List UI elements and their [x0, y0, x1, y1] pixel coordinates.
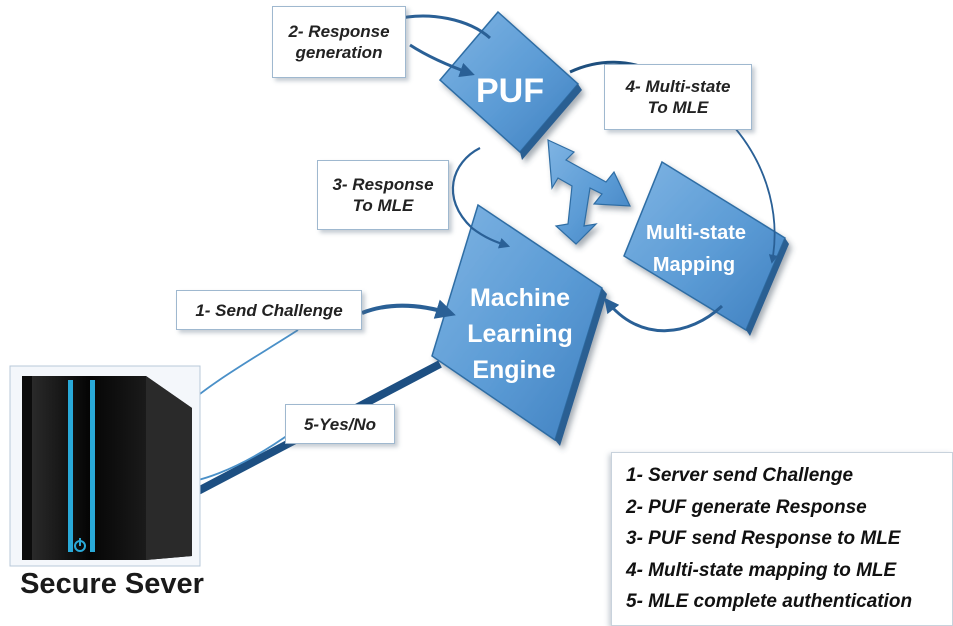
step3-label-line1: 3- Response: [332, 175, 434, 194]
msm-label-line1: Multi-state: [646, 222, 746, 244]
bidirectional-arrow: [547, 139, 631, 245]
mle-label-line1: Machine: [470, 284, 570, 312]
step3-label: 3- Response To MLE: [317, 160, 449, 230]
legend: 1- Server send Challenge 2- PUF generate…: [611, 452, 953, 626]
legend-item: 4- Multi-state mapping to MLE: [626, 559, 897, 581]
step2-arrow: [391, 14, 492, 40]
step5-label-text: 5-Yes/No: [303, 414, 377, 434]
step1-arrow: [361, 299, 456, 319]
step4-label-line1: 4- Multi-state: [625, 77, 731, 96]
legend-item: 5- MLE complete authentication: [626, 591, 913, 612]
puf-label: PUF: [476, 72, 544, 110]
step4-label-line2: To MLE: [647, 98, 709, 117]
step5-label: 5-Yes/No: [285, 404, 395, 444]
multi-state-mapping-block: [623, 160, 789, 336]
mapping-to-mle-arrow: [604, 297, 724, 333]
legend-item: 3- PUF send Response to MLE: [626, 528, 901, 549]
mle-label-line2: Learning: [467, 320, 573, 348]
puf-block: [438, 10, 582, 160]
step1-label: 1- Send Challenge: [176, 290, 362, 330]
legend-item: 2- PUF generate Response: [626, 496, 867, 518]
step1-label-text: 1- Send Challenge: [195, 300, 343, 320]
msm-label-line2: Mapping: [653, 254, 735, 276]
server-label: Secure Sever: [20, 568, 204, 600]
step2-arrow-head: [409, 43, 475, 78]
step3-label-line2: To MLE: [352, 196, 414, 215]
step4-label: 4- Multi-state To MLE: [604, 64, 752, 130]
step4-arrow-curve: [734, 127, 778, 264]
step2-label: 2- Response generation: [272, 6, 406, 78]
mle-label-line3: Engine: [472, 356, 555, 384]
server-icon: [9, 365, 201, 567]
step3-arrow: [451, 147, 511, 249]
step2-label-line2: generation: [295, 43, 383, 62]
step2-label-line1: 2- Response: [288, 22, 390, 41]
legend-item: 1- Server send Challenge: [626, 465, 854, 486]
